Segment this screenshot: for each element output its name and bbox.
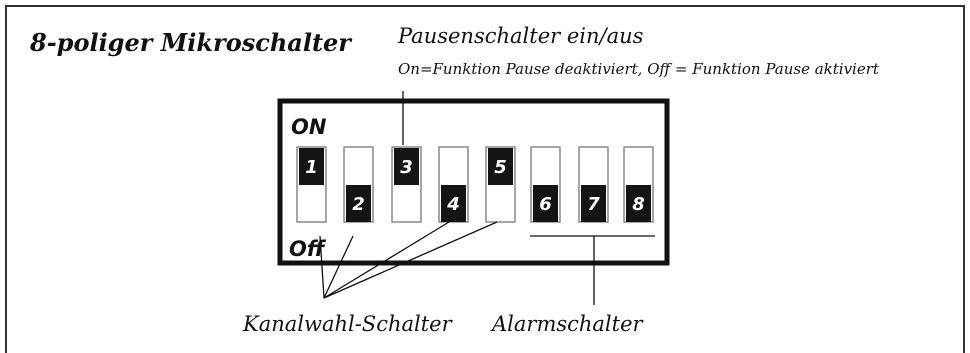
dip-switch-number: 1	[305, 157, 318, 178]
outer-frame	[5, 5, 965, 353]
dip-switch-knob	[488, 148, 513, 185]
dip-switch-1[interactable]: 1	[296, 146, 327, 223]
pause-switch-title: Pausenschalter ein/aus	[398, 24, 644, 48]
dip-switch-number: 3	[400, 157, 413, 178]
dip-switch-number: 7	[587, 194, 600, 215]
dip-switch-7[interactable]: 7	[578, 146, 609, 223]
dip-switch-number: 5	[494, 157, 507, 178]
dip-switch-knob	[533, 185, 558, 222]
switch-group: 1 2 3 4 5 6 7 8	[296, 146, 654, 223]
dip-switch-housing	[277, 98, 670, 266]
dip-switch-knob	[441, 185, 466, 222]
dip-switch-knob	[581, 185, 606, 222]
dip-switch-3[interactable]: 3	[391, 146, 422, 223]
dip-switch-number: 6	[539, 194, 552, 215]
channel-switch-label: Kanalwahl-Schalter	[243, 312, 452, 336]
alarm-switch-label: Alarmschalter	[492, 312, 643, 336]
dip-switch-number: 8	[632, 194, 645, 215]
diagram-title: 8-poliger Mikroschalter	[30, 28, 351, 57]
channel-pointer-line-2	[323, 235, 354, 299]
channel-pointer-line-1	[319, 235, 325, 299]
dip-switch-6[interactable]: 6	[530, 146, 561, 223]
dip-switch-knob	[299, 148, 324, 185]
pause-switch-description: On=Funktion Pause deaktiviert, Off = Fun…	[398, 60, 879, 78]
dip-switch-number: 4	[446, 194, 460, 215]
dip-switch-4[interactable]: 4	[438, 146, 469, 223]
on-label: ON	[291, 115, 327, 139]
dip-switch-2[interactable]: 2	[343, 146, 374, 223]
dip-switch-5[interactable]: 5	[485, 146, 516, 223]
dip-switch-8[interactable]: 8	[623, 146, 654, 223]
dip-switch-knob	[346, 185, 371, 222]
dip-switch-knob	[626, 185, 651, 222]
channel-pointer-line-4	[323, 221, 498, 299]
channel-pointer-line-3	[323, 221, 450, 299]
dip-switch-number: 2	[352, 194, 365, 215]
dip-switch-knob	[394, 148, 419, 185]
